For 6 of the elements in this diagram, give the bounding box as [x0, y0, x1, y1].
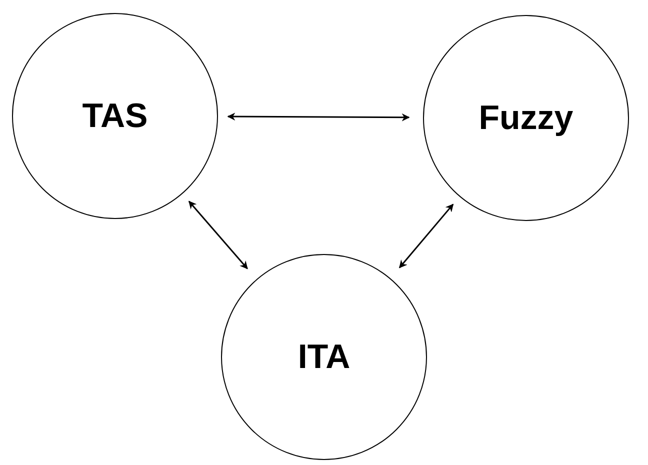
double-arrow	[398, 204, 454, 268]
double-arrow	[227, 112, 410, 122]
double-arrow	[188, 200, 248, 270]
node-label: Fuzzy	[478, 98, 574, 138]
node-label: TAS	[82, 96, 148, 136]
node-label: ITA	[298, 338, 350, 376]
